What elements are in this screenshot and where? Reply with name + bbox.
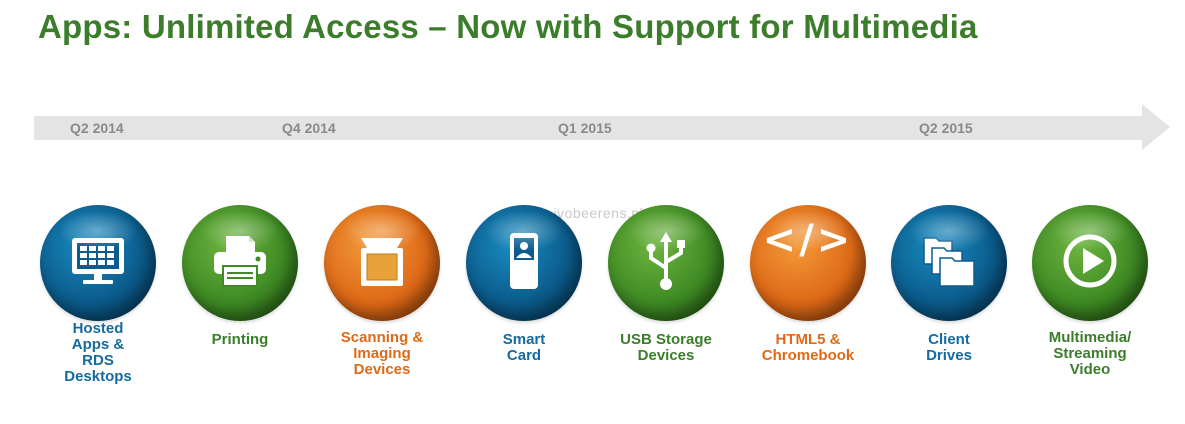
play-icon <box>1059 230 1121 292</box>
feature-orb <box>891 205 1007 321</box>
feature-orb <box>608 205 724 321</box>
feature-label: USB Storage Devices <box>620 331 712 364</box>
feature-label: Printing <box>211 331 269 348</box>
feature-orb <box>1032 205 1148 321</box>
usb-icon <box>635 230 697 292</box>
feature-label: Smart Card <box>502 331 546 364</box>
code-icon: </> <box>762 217 854 263</box>
scanner-icon <box>351 230 413 292</box>
feature-label: Multimedia/ Streaming Video <box>1048 329 1132 378</box>
printer-icon <box>209 230 271 292</box>
feature-orb <box>324 205 440 321</box>
desktop-monitor-icon <box>67 230 129 292</box>
folders-icon <box>918 230 980 292</box>
feature-label: Client Drives <box>926 331 972 364</box>
timeline-arrow: Q2 2014 Q4 2014 Q1 2015 Q2 2015 <box>34 104 1174 150</box>
feature-label: Scanning & Imaging Devices <box>340 329 424 378</box>
feature-orb: </> <box>750 205 866 321</box>
quarter-label: Q1 2015 <box>558 120 612 136</box>
quarter-label: Q4 2014 <box>282 120 336 136</box>
timeline-band <box>34 116 1144 140</box>
timeline-arrowhead <box>1142 104 1170 150</box>
feature-label: Hosted Apps & RDS Desktops <box>64 320 132 385</box>
feature-orb <box>182 205 298 321</box>
quarter-label: Q2 2014 <box>70 120 124 136</box>
feature-orb <box>466 205 582 321</box>
smart-card-icon <box>493 230 555 292</box>
page-title: Apps: Unlimited Access – Now with Suppor… <box>38 8 978 45</box>
feature-orb <box>40 205 156 321</box>
feature-label: HTML5 & Chromebook <box>761 331 855 364</box>
quarter-label: Q2 2015 <box>919 120 973 136</box>
